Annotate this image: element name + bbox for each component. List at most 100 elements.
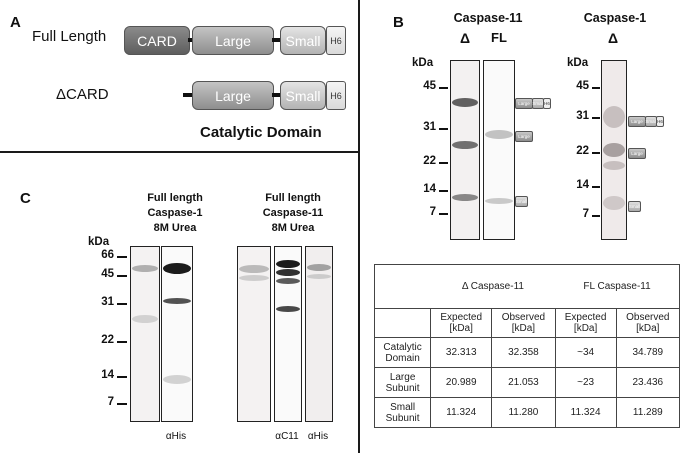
large-subunit-icon: Large bbox=[628, 116, 646, 127]
small-subunit-icon: Small bbox=[628, 201, 641, 212]
gel-band bbox=[603, 143, 625, 157]
panel-b-letter: B bbox=[393, 14, 404, 31]
marker-label: 31 bbox=[101, 296, 114, 308]
marker-tick bbox=[439, 162, 448, 164]
table-sub-header-line: Expected bbox=[440, 312, 483, 323]
gel-title-line: 8M Urea bbox=[271, 222, 315, 234]
gel-band bbox=[452, 98, 478, 107]
gel-band bbox=[452, 194, 478, 201]
gel-lane-caspase-11-his-blot bbox=[305, 246, 333, 422]
gel-lane-caspase-11-stain bbox=[237, 246, 271, 422]
marker-tick bbox=[592, 87, 600, 89]
marker-tick bbox=[117, 376, 127, 378]
linker bbox=[272, 93, 280, 97]
gel-lane-caspase-1-stain bbox=[130, 246, 160, 422]
gel-title-caspase-11-urea: Full length Caspase-11 8M Urea bbox=[238, 191, 348, 236]
gel-band bbox=[239, 275, 269, 281]
mass-table: Δ Caspase-11 FL Caspase-11 Expected[kDa]… bbox=[373, 264, 681, 428]
kda-label: kDa bbox=[88, 236, 110, 248]
small-subunit-icon: Small bbox=[515, 196, 528, 207]
table-cell: ~23 bbox=[554, 367, 617, 398]
table-cell: 23.436 bbox=[615, 367, 681, 398]
gel-band bbox=[603, 161, 625, 170]
small-domain: Small bbox=[280, 81, 326, 110]
gel-band bbox=[485, 130, 513, 139]
his-tag-icon: H6 bbox=[543, 98, 551, 109]
marker-label: 45 bbox=[423, 80, 436, 92]
large-subunit-icon: Large bbox=[515, 131, 533, 142]
gel-band bbox=[163, 375, 191, 384]
table-sub-header-line: Observed bbox=[501, 312, 546, 323]
gel-title-caspase-1: Caspase-1 bbox=[583, 11, 647, 25]
his-tag: H6 bbox=[326, 26, 346, 55]
marker-label: 22 bbox=[101, 334, 114, 346]
large-domain: Large bbox=[192, 26, 274, 55]
gel-band bbox=[276, 278, 300, 284]
gel-band bbox=[163, 263, 191, 274]
table-sub-header-line: [kDa] bbox=[636, 323, 660, 334]
gel-band bbox=[163, 298, 191, 304]
gel-band bbox=[307, 264, 331, 271]
table-cell: 11.324 bbox=[554, 397, 617, 428]
table-sub-header-line: Observed bbox=[626, 312, 670, 323]
table-row-label-line: Subunit bbox=[385, 412, 420, 424]
table-cell: 34.789 bbox=[615, 337, 681, 368]
his-tag: H6 bbox=[326, 81, 346, 110]
marker-label: 22 bbox=[576, 145, 589, 157]
lane-label-delta: Δ bbox=[607, 30, 619, 46]
horizontal-divider bbox=[0, 151, 358, 153]
table-cell: 11.289 bbox=[615, 397, 681, 428]
table-cell: 11.280 bbox=[491, 397, 556, 428]
marker-tick bbox=[592, 215, 600, 217]
marker-label: 45 bbox=[101, 268, 114, 280]
table-sub-header-line: [kDa] bbox=[511, 323, 536, 334]
table-sub-header: Observed[kDa] bbox=[615, 308, 681, 338]
linker bbox=[188, 38, 192, 42]
large-domain: Large bbox=[192, 81, 274, 110]
marker-tick bbox=[117, 256, 127, 258]
gel-band bbox=[276, 306, 300, 312]
linker bbox=[272, 38, 280, 42]
gel-band bbox=[307, 274, 331, 279]
catalytic-domain-caption: Catalytic Domain bbox=[200, 124, 322, 141]
table-cell: 20.989 bbox=[430, 367, 493, 398]
table-sub-header: Observed[kDa] bbox=[491, 308, 556, 338]
gel-band bbox=[132, 265, 158, 272]
table-row-label-line: Large bbox=[389, 371, 416, 383]
table-row-label-line: Subunit bbox=[385, 382, 420, 394]
table-cell: 32.313 bbox=[430, 337, 493, 368]
lane-label-fl: FL bbox=[491, 30, 507, 45]
gel-title-caspase-1-urea: Full length Caspase-1 8M Urea bbox=[120, 191, 230, 236]
table-cell: 21.053 bbox=[491, 367, 556, 398]
marker-tick bbox=[592, 152, 600, 154]
gel-band bbox=[132, 315, 158, 323]
card-domain: CARD bbox=[124, 26, 190, 55]
marker-tick bbox=[439, 190, 448, 192]
gel-lane-caspase-11-c11-blot bbox=[274, 246, 302, 422]
gel-band bbox=[239, 265, 269, 273]
marker-tick bbox=[592, 117, 600, 119]
table-corner-cell bbox=[373, 264, 431, 309]
marker-label: 7 bbox=[582, 208, 589, 220]
gel-band bbox=[276, 269, 300, 276]
gel-band bbox=[603, 106, 625, 128]
kda-label: kDa bbox=[412, 57, 434, 69]
table-group-header: FL Caspase-11 bbox=[555, 264, 681, 309]
table-sub-header-line: [kDa] bbox=[449, 323, 473, 334]
gel-title-caspase-11: Caspase-11 bbox=[453, 11, 523, 25]
panel-a-letter: A bbox=[10, 14, 21, 31]
full-length-label: Full Length bbox=[32, 28, 107, 45]
marker-label: 14 bbox=[576, 179, 589, 191]
marker-tick bbox=[117, 403, 127, 405]
lane-label-anti-his: αHis bbox=[307, 431, 329, 442]
table-cell: 32.358 bbox=[491, 337, 556, 368]
marker-tick bbox=[117, 341, 127, 343]
lane-label-anti-c11: αC11 bbox=[275, 431, 299, 442]
marker-label: 31 bbox=[576, 110, 589, 122]
gel-title-line: Caspase-11 bbox=[262, 207, 324, 219]
